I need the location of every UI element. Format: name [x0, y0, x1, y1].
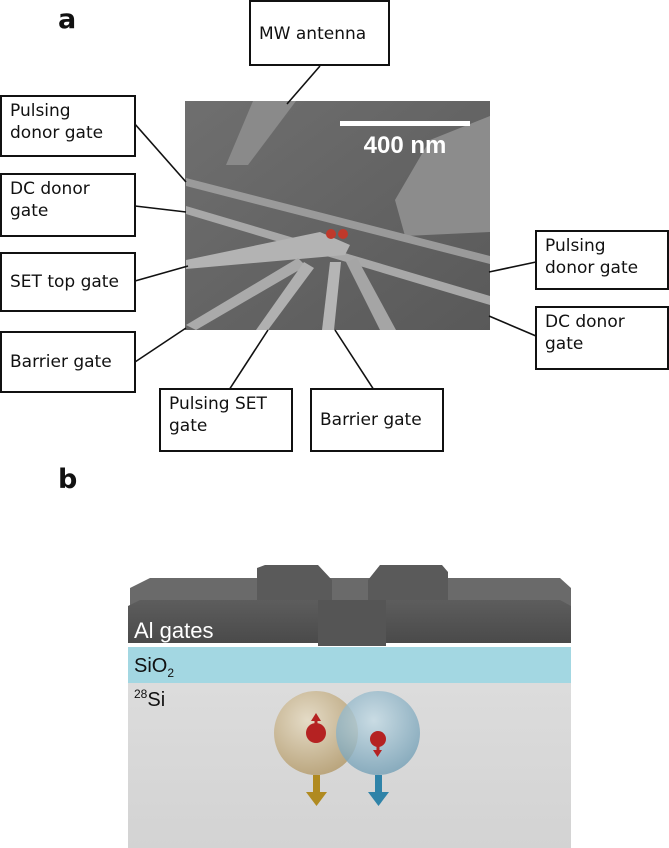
electron-icon: [306, 723, 326, 743]
right-gate-pad: [395, 116, 490, 236]
electron-spin-up-arrow-icon: [314, 718, 318, 730]
label-pulsing-set-gate: Pulsing SET gate: [159, 388, 293, 452]
electron-spin-down-arrow-icon: [376, 742, 380, 752]
sio2-label: SiO2: [134, 655, 174, 680]
al-gates-label: Al gates: [134, 618, 214, 643]
set-top-gate: [186, 232, 350, 269]
barrier-gate-finger-right: [346, 258, 396, 330]
sio2-layer: [128, 647, 571, 683]
label-barrier-gate-left: Barrier gate: [0, 331, 136, 393]
al-gate-back: [130, 578, 571, 606]
label-pulsing-donor-gate-right: Pulsing donor gate: [535, 230, 669, 290]
al-gate-bridge: [318, 600, 386, 646]
panel-a-letter: a: [58, 4, 77, 35]
label-set-top-gate: SET top gate: [0, 252, 136, 312]
label-dc-donor-gate-right: DC donor gate: [535, 306, 669, 370]
label-pulsing-donor-gate-left: Pulsing donor gate: [0, 95, 136, 157]
label-barrier-gate-bottom: Barrier gate: [310, 388, 444, 452]
al-gate-top-right: [368, 565, 448, 600]
donor-spin-icon: [338, 229, 348, 239]
label-dc-donor-gate-left: DC donor gate: [0, 173, 136, 237]
nuclear-spin-down-arrow-head: [368, 792, 389, 806]
scale-bar: [340, 121, 470, 126]
nuclear-spin-down-arrow-head: [306, 792, 327, 806]
center-gate-finger: [322, 262, 341, 330]
sio2-label-base: SiO: [134, 655, 167, 677]
nuclear-spin-down-arrow-icon: [313, 775, 320, 793]
sem-image: [185, 101, 490, 330]
label-mw-antenna: MW antenna: [249, 0, 390, 66]
pulsing-set-gate-finger: [256, 262, 314, 330]
device-cross-section: [128, 565, 571, 848]
panel-b-letter: b: [58, 464, 78, 495]
leader-lines: [133, 65, 537, 391]
electron-icon: [370, 731, 386, 747]
pulsing-donor-gate: [186, 178, 490, 264]
si-label-superscript: 28: [134, 687, 148, 701]
si-label: 28Si: [134, 687, 165, 711]
scale-bar-label: 400 nm: [364, 132, 447, 159]
mw-antenna-gate: [226, 101, 296, 165]
electron-spin-down-arrow-head: [373, 750, 382, 757]
al-gate-top-left: [257, 565, 332, 600]
si-label-base: Si: [147, 689, 165, 711]
electron-spin-up-arrow-head: [311, 713, 321, 721]
nuclear-spin-down-arrow-icon: [375, 775, 382, 793]
donor-spin-icon: [326, 229, 336, 239]
barrier-gate-finger-left: [186, 258, 306, 330]
sio2-label-subscript: 2: [167, 666, 174, 680]
